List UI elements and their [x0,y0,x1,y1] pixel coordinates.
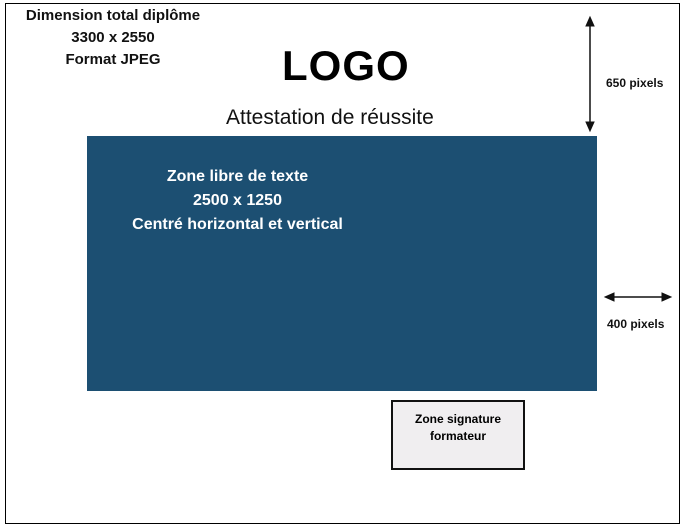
vertical-arrow-icon [585,15,595,133]
dimension-title: Dimension total diplôme [25,7,201,24]
text-zone-alignment: Centré horizontal et vertical [132,216,343,233]
diploma-frame [5,3,680,524]
text-zone [87,136,597,391]
logo-placeholder: LOGO [282,42,410,89]
signature-label: Zone signature [414,412,501,426]
text-zone-size: 2500 x 1250 [193,192,282,209]
signature-role: formateur [429,429,486,443]
certificate-title: Attestation de réussite [226,106,434,129]
signature-zone: Zone signature formateur [391,400,525,470]
vertical-margin-label: 650 pixels [606,76,664,90]
text-zone-title: Zone libre de texte [166,168,309,185]
dimension-size: 3300 x 2550 [71,29,155,46]
horizontal-margin-label: 400 pixels [607,317,665,331]
dimension-format: Format JPEG [65,51,161,68]
text-zone-label: Zone libre de texte 2500 x 1250 Centré h… [110,165,365,237]
dimension-info: Dimension total diplôme 3300 x 2550 Form… [8,5,218,71]
horizontal-arrow-icon [603,292,673,302]
